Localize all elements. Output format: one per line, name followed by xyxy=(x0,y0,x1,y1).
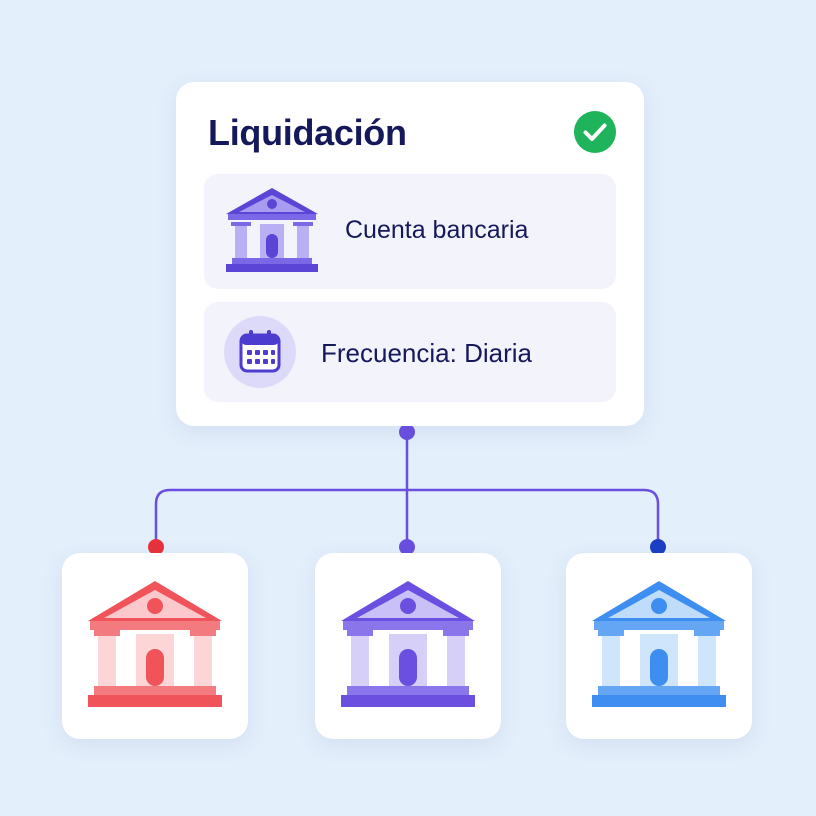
calendar-badge xyxy=(224,316,296,388)
settlement-card: Liquidación Cuenta bancaria xyxy=(176,82,644,426)
frequency-row[interactable]: Frecuencia: Diaria xyxy=(204,302,616,402)
bank-icon xyxy=(226,188,318,272)
connector-dot-top xyxy=(399,424,415,440)
destination-bank-blue[interactable] xyxy=(566,553,752,739)
calendar-icon xyxy=(239,330,281,373)
bank-icon xyxy=(88,581,222,707)
connector-dot-red xyxy=(148,539,164,555)
bank-account-label: Cuenta bancaria xyxy=(345,216,529,244)
bank-icon xyxy=(592,581,726,707)
bank-account-row[interactable]: Cuenta bancaria xyxy=(204,174,616,289)
connector-branch xyxy=(154,488,660,546)
card-title: Liquidación xyxy=(208,112,407,153)
destination-bank-purple[interactable] xyxy=(315,553,501,739)
bank-icon xyxy=(341,581,475,707)
frequency-label: Frecuencia: Diaria xyxy=(321,338,532,368)
check-circle-icon xyxy=(574,111,616,153)
connector-dot-purple xyxy=(399,539,415,555)
destination-bank-red[interactable] xyxy=(62,553,248,739)
connector-dot-blue xyxy=(650,539,666,555)
